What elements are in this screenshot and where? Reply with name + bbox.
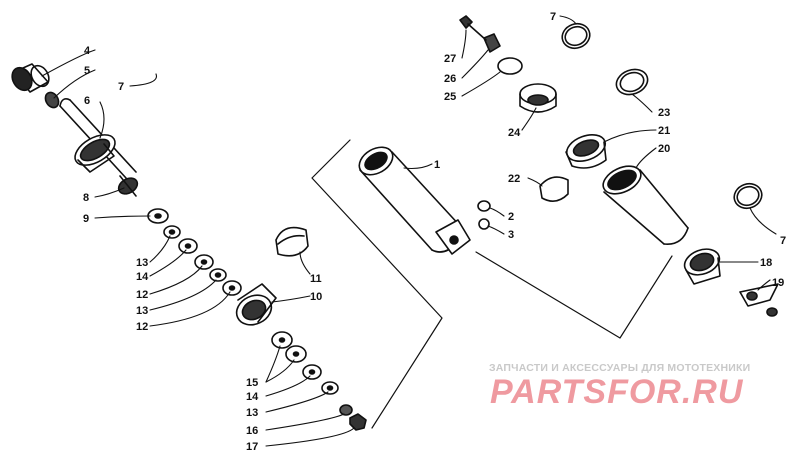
callout-12: 12 bbox=[136, 289, 148, 301]
end-cap-part-24 bbox=[519, 83, 557, 113]
bushing-part-5 bbox=[44, 91, 60, 109]
shock-body-part-1 bbox=[358, 146, 471, 255]
callout-20: 20 bbox=[658, 143, 670, 155]
spring-seat-part-6 bbox=[74, 134, 116, 173]
shaft-eye-bushing bbox=[11, 63, 50, 93]
callout-13: 13 bbox=[136, 305, 148, 317]
washer-part-16 bbox=[339, 404, 353, 416]
shim-stack-lower bbox=[271, 331, 339, 395]
nut-part-17 bbox=[349, 413, 367, 431]
bumper-part-8 bbox=[117, 175, 139, 197]
callout-16: 16 bbox=[246, 425, 258, 437]
bracket-outline bbox=[311, 139, 673, 429]
watermark-tagline: ЗАПЧАСТИ И АКСЕССУАРЫ ДЛЯ МОТОТЕХНИКИ bbox=[489, 362, 751, 374]
callout-23: 23 bbox=[658, 107, 670, 119]
callout-15: 15 bbox=[246, 377, 258, 389]
shim-stack-upper bbox=[163, 225, 242, 296]
callout-19: 19 bbox=[772, 277, 784, 289]
washer-part-9 bbox=[147, 208, 169, 224]
reservoir-part-20 bbox=[602, 165, 689, 245]
callout-7: 7 bbox=[780, 235, 786, 247]
callout-18: 18 bbox=[760, 257, 772, 269]
callout-13: 13 bbox=[136, 257, 148, 269]
valve-core-part-26 bbox=[467, 23, 501, 53]
reservoir-cap-part-18 bbox=[683, 248, 721, 285]
callout-22: 22 bbox=[508, 173, 520, 185]
piston-part-10 bbox=[235, 283, 277, 326]
callout-21: 21 bbox=[658, 125, 670, 137]
oring-part-25 bbox=[497, 57, 523, 75]
oring-part-2 bbox=[477, 200, 491, 212]
callout-13: 13 bbox=[246, 407, 258, 419]
callout-14: 14 bbox=[246, 391, 259, 403]
callout-10: 10 bbox=[310, 291, 322, 303]
floating-piston-part-21 bbox=[565, 134, 607, 169]
callout-17: 17 bbox=[246, 441, 258, 453]
callout-11: 11 bbox=[310, 273, 322, 285]
oring-part-7b bbox=[561, 22, 591, 50]
leader-lines bbox=[41, 15, 777, 447]
callout-3: 3 bbox=[508, 229, 514, 241]
callout-12: 12 bbox=[136, 321, 148, 333]
callout-7: 7 bbox=[550, 11, 556, 23]
callout-8: 8 bbox=[83, 192, 89, 204]
callout-26: 26 bbox=[444, 73, 456, 85]
watermark-logo: PARTSFOR.RU bbox=[490, 373, 744, 411]
callout-14: 14 bbox=[136, 271, 149, 283]
oring-part-7c bbox=[733, 182, 763, 210]
callout-7: 7 bbox=[118, 81, 124, 93]
bolt-part-19 bbox=[739, 283, 779, 317]
callout-25: 25 bbox=[444, 91, 456, 103]
callout-4: 4 bbox=[84, 45, 91, 57]
callout-5: 5 bbox=[84, 65, 90, 77]
callout-6: 6 bbox=[84, 95, 90, 107]
oring-part-3 bbox=[478, 218, 490, 230]
callout-2: 2 bbox=[508, 211, 514, 223]
callout-1: 1 bbox=[434, 159, 440, 171]
oring-part-23 bbox=[615, 68, 649, 96]
callout-27: 27 bbox=[444, 53, 456, 65]
ring-part-22 bbox=[539, 176, 569, 202]
callout-labels: 4 5 7 6 8 9 13 14 12 13 12 11 10 15 14 1… bbox=[83, 11, 786, 453]
piston-ring-part-11 bbox=[275, 226, 309, 257]
callout-9: 9 bbox=[83, 213, 89, 225]
callout-24: 24 bbox=[508, 127, 521, 139]
